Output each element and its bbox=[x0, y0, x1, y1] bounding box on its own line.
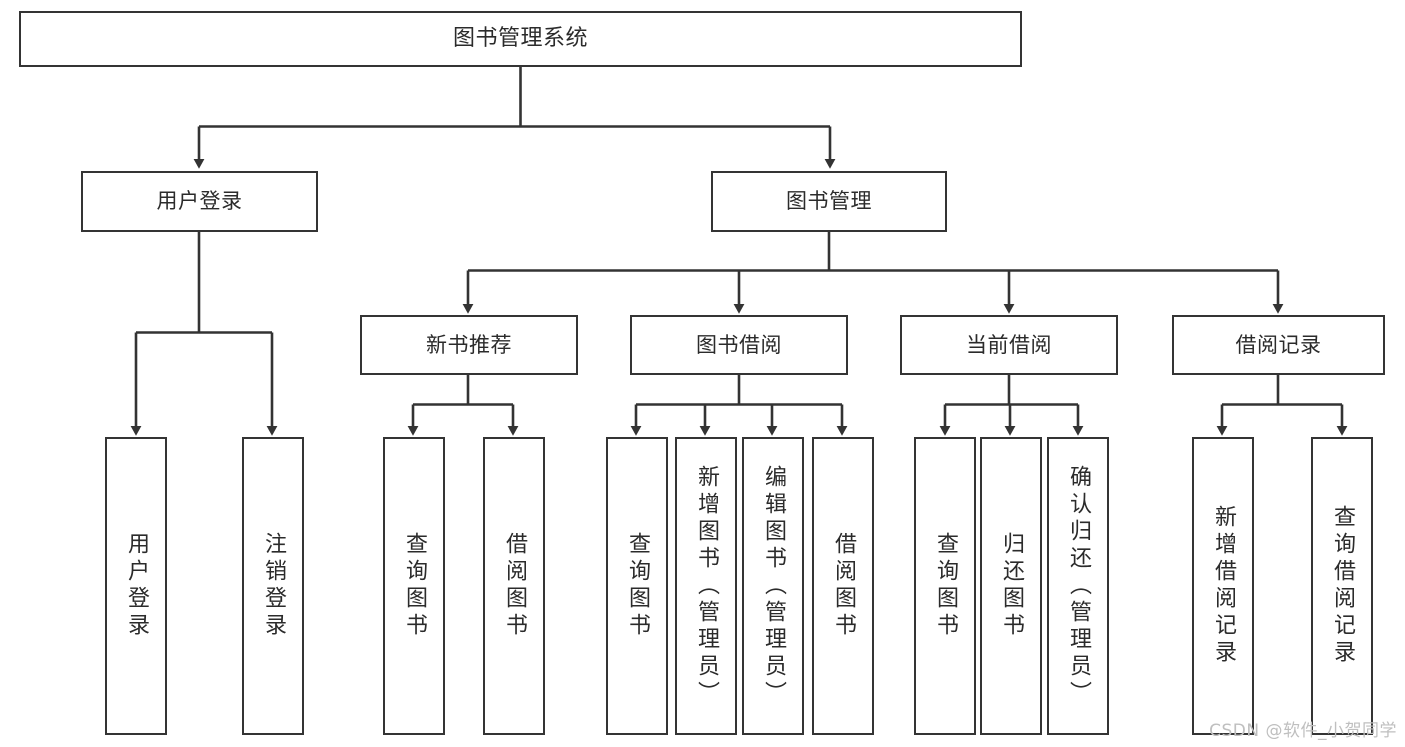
node-user-login-label: 用户登录 bbox=[156, 189, 243, 214]
node-leaf-return-book[interactable]: 归还图书 bbox=[980, 437, 1042, 735]
node-root[interactable]: 图书管理系统 bbox=[19, 11, 1022, 67]
node-leaf-add-book-admin-label: 新增图书（管理员） bbox=[694, 464, 719, 708]
node-leaf-add-borrow-record-label: 新增借阅记录 bbox=[1211, 505, 1236, 667]
node-leaf-query-borrow-record[interactable]: 查询借阅记录 bbox=[1311, 437, 1373, 735]
node-leaf-edit-book-admin[interactable]: 编辑图书（管理员） bbox=[742, 437, 804, 735]
node-leaf-logout-login[interactable]: 注销登录 bbox=[242, 437, 304, 735]
node-leaf-user-login-label: 用户登录 bbox=[124, 532, 149, 640]
node-leaf-query-book-2-label: 查询图书 bbox=[625, 532, 650, 640]
node-leaf-confirm-return-admin[interactable]: 确认归还（管理员） bbox=[1047, 437, 1109, 735]
node-leaf-borrow-book-2[interactable]: 借阅图书 bbox=[812, 437, 874, 735]
node-leaf-add-book-admin[interactable]: 新增图书（管理员） bbox=[675, 437, 737, 735]
node-leaf-query-book-1-label: 查询图书 bbox=[402, 532, 427, 640]
node-root-label: 图书管理系统 bbox=[452, 26, 588, 52]
node-leaf-edit-book-admin-label: 编辑图书（管理员） bbox=[761, 464, 786, 708]
node-current-borrow-label: 当前借阅 bbox=[966, 332, 1052, 357]
node-leaf-add-borrow-record[interactable]: 新增借阅记录 bbox=[1192, 437, 1254, 735]
node-leaf-logout-login-label: 注销登录 bbox=[261, 532, 286, 640]
node-leaf-query-book-2[interactable]: 查询图书 bbox=[606, 437, 668, 735]
node-new-book-recommend-label: 新书推荐 bbox=[426, 332, 512, 357]
watermark-text: CSDN @软件_小贺同学 bbox=[1209, 721, 1397, 741]
node-leaf-user-login[interactable]: 用户登录 bbox=[105, 437, 167, 735]
node-new-book-recommend[interactable]: 新书推荐 bbox=[360, 315, 578, 375]
node-borrow-record-label: 借阅记录 bbox=[1235, 332, 1322, 357]
node-book-management-label: 图书管理 bbox=[786, 189, 872, 214]
node-borrow-record[interactable]: 借阅记录 bbox=[1172, 315, 1385, 375]
node-leaf-confirm-return-admin-label: 确认归还（管理员） bbox=[1066, 464, 1091, 708]
node-current-borrow[interactable]: 当前借阅 bbox=[900, 315, 1118, 375]
node-user-login[interactable]: 用户登录 bbox=[81, 171, 318, 232]
node-book-borrow-label: 图书借阅 bbox=[696, 332, 782, 357]
node-leaf-query-book-1[interactable]: 查询图书 bbox=[383, 437, 445, 735]
node-leaf-borrow-book-1-label: 借阅图书 bbox=[502, 532, 527, 640]
node-book-management[interactable]: 图书管理 bbox=[711, 171, 947, 232]
node-leaf-borrow-book-1[interactable]: 借阅图书 bbox=[483, 437, 545, 735]
node-leaf-query-book-3[interactable]: 查询图书 bbox=[914, 437, 976, 735]
node-leaf-query-book-3-label: 查询图书 bbox=[933, 532, 958, 640]
node-leaf-return-book-label: 归还图书 bbox=[999, 532, 1024, 640]
node-leaf-query-borrow-record-label: 查询借阅记录 bbox=[1330, 505, 1355, 667]
node-leaf-borrow-book-2-label: 借阅图书 bbox=[831, 532, 856, 640]
node-book-borrow[interactable]: 图书借阅 bbox=[630, 315, 848, 375]
